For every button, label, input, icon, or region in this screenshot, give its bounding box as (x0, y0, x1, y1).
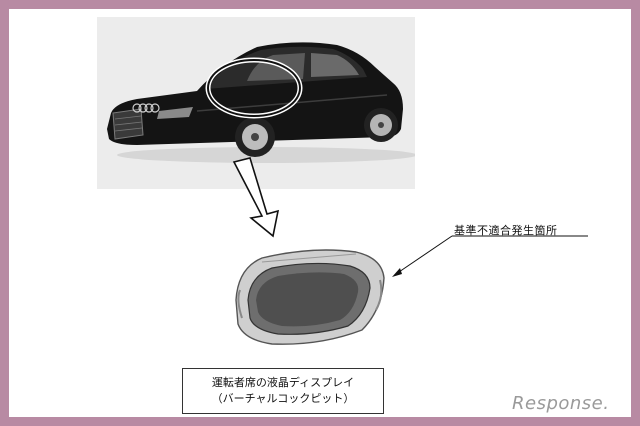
callout-leader-line (395, 235, 453, 275)
highlight-ellipse (207, 59, 301, 117)
caption-line-1: 運転者席の液晶ディスプレイ (211, 376, 355, 389)
instrument-cluster-illustration (235, 249, 385, 345)
car-photo (97, 17, 417, 189)
caption-box: 運転者席の液晶ディスプレイ （バーチャルコックピット） (182, 368, 384, 414)
callout-arrowhead-icon (392, 268, 402, 277)
response-watermark-logo: Response. (512, 393, 610, 414)
defect-location-label: 基準不適合発生箇所 (454, 224, 558, 237)
down-arrow-icon (232, 157, 280, 238)
car-illustration (107, 42, 417, 163)
caption-line-2: （バーチャルコックピット） (211, 392, 355, 405)
